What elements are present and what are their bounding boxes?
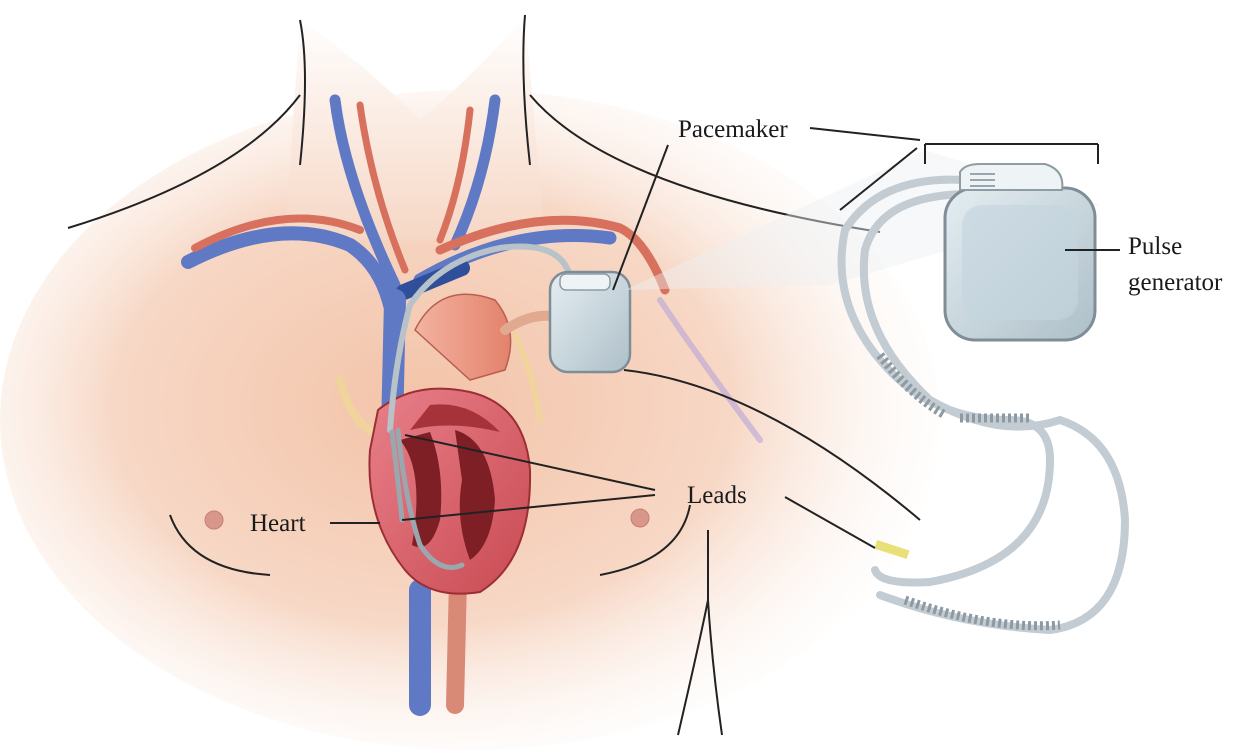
pacemaker-header-small <box>560 274 610 290</box>
pulse-generator-label-line2: generator <box>1128 269 1223 296</box>
pacemaker-label: Pacemaker <box>678 116 788 143</box>
nipple-right <box>631 509 649 527</box>
leads-label: Leads <box>687 482 747 509</box>
descending-aorta <box>455 580 458 705</box>
pulse-generator-face <box>962 205 1078 320</box>
nipple-left <box>205 511 223 529</box>
pacemaker-leader-horizontal <box>810 128 920 140</box>
pulse-generator-label-line1: Pulse <box>1128 233 1182 260</box>
heart-label: Heart <box>250 510 306 537</box>
neck <box>285 15 545 240</box>
